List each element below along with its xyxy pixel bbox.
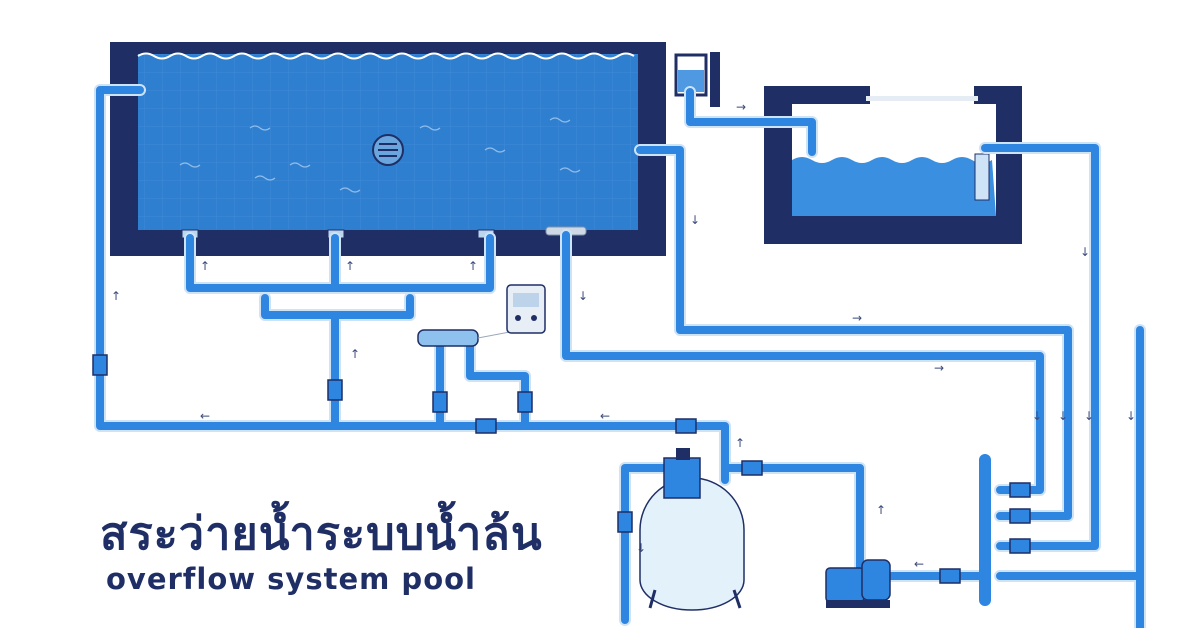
flow-arrow-left: ← [200,409,210,423]
flow-arrow-down: ↓ [1084,409,1094,423]
gate-valve-icon[interactable] [1009,508,1031,524]
flow-arrow-down: ↓ [1080,245,1090,259]
flow-arrow-down: ↓ [578,289,588,303]
tank-lid [866,96,978,101]
overflow-to-tank [686,88,816,156]
flow-arrow-right: → [736,100,746,114]
filter-waste-line [621,464,684,624]
pool-surface-wave [137,52,635,60]
flow-arrow-down: ↓ [636,541,646,555]
drain-suction-line [562,231,1044,494]
skimmer-suction-line [636,146,1072,520]
main-drain-icon [372,134,404,166]
tank-water [792,157,996,216]
gate-valve-icon[interactable] [92,354,108,376]
tank-suction-line [981,144,1099,550]
return-manifold [186,234,494,292]
return-line-left [96,86,729,484]
flow-arrow-down: ↓ [1032,409,1042,423]
flow-arrow-up: ↑ [200,259,210,273]
flow-arrow-right: → [934,361,944,375]
flow-arrow-up: ↑ [350,347,360,361]
flow-arrows: → ↓ ↑ ↑ ↑ ↑ ↓ ↑ → → ← ← ↓ ↓ ↓ ↓ ↓ ↑ ↓ ↑ ← [111,100,1136,571]
tank-lid-opening [870,86,974,104]
flow-arrow-up: ↑ [735,436,745,450]
balance-tank [764,86,1022,244]
pool [110,42,720,256]
title-thai: สระว่ายน้ำระบบน้ำล้น [100,507,543,560]
flow-arrow-down: ↓ [1058,409,1068,423]
salt-chlorinator-icon [417,329,521,347]
flow-arrow-down: ↓ [1126,409,1136,423]
flow-arrow-up: ↑ [876,503,886,517]
water-pump-icon [825,559,891,608]
gate-valve-icon[interactable] [939,568,961,584]
flow-arrow-left: ← [914,557,924,571]
gate-valve-icon[interactable] [475,418,497,434]
gate-valve-icon[interactable] [517,391,533,413]
pipes [94,84,1146,628]
pipe-core [96,86,1144,628]
gate-valve-icon[interactable] [432,391,448,413]
flow-arrow-up: ↑ [468,259,478,273]
sand-filter-icon [639,448,745,611]
title-block: สระว่ายน้ำระบบน้ำล้น overflow system poo… [100,507,543,597]
water-ripple-marks [179,117,581,193]
gate-valve-icon[interactable] [675,418,697,434]
gate-valve-icon[interactable] [1009,538,1031,554]
flow-arrow-up: ↑ [111,289,121,303]
chlorinator-bypass [466,341,529,430]
pump-to-filter-line [721,464,864,584]
title-english: overflow system pool [106,562,476,596]
flow-arrow-left: ← [600,409,610,423]
level-sensor [974,153,990,201]
flow-arrow-down: ↓ [690,213,700,227]
flow-arrow-up: ↑ [345,259,355,273]
gate-valve-icon[interactable] [1009,482,1031,498]
flow-arrow-right: → [852,311,862,325]
gate-valve-icon[interactable] [327,379,343,401]
gate-valve-icon[interactable] [741,460,763,476]
gate-valve-icon[interactable] [617,511,633,533]
control-panel-icon[interactable] [506,284,546,334]
valves [92,354,1031,584]
